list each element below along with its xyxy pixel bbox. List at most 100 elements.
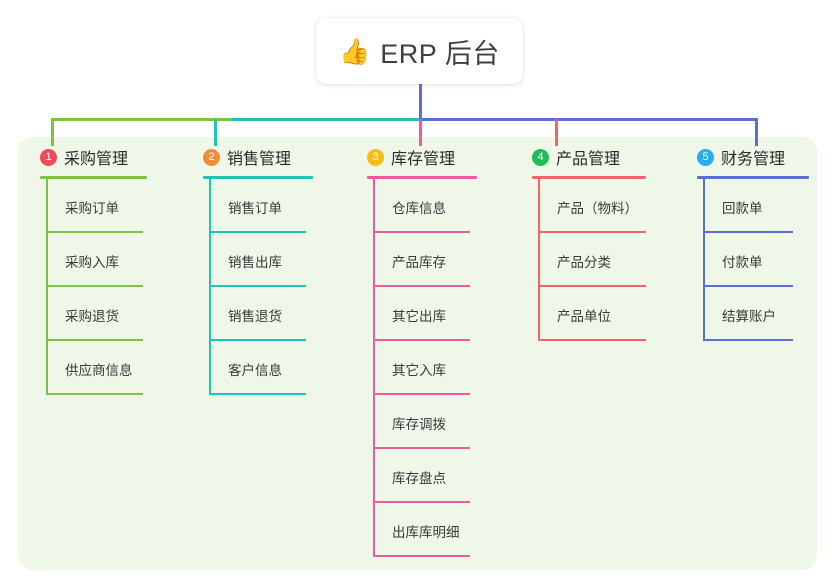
leaf-item[interactable]: 产品分类 [532, 233, 646, 287]
leaf-item[interactable]: 产品（物料） [532, 179, 646, 233]
thumbs-up-icon: 👍 [339, 36, 371, 66]
leaf-item[interactable]: 采购入库 [40, 233, 147, 287]
branch-header-2[interactable]: 2 销售管理 [203, 146, 313, 168]
leaf-item-label: 其它入库 [392, 363, 446, 378]
branch-rule-5 [697, 176, 809, 179]
leaf-item-label: 销售订单 [228, 201, 282, 216]
branch-rule-1 [40, 176, 147, 179]
leaf-item[interactable]: 回款单 [697, 179, 809, 233]
leaf-list-1: 采购订单采购入库采购退货供应商信息 [40, 179, 147, 395]
leaf-item-rule [373, 501, 470, 503]
leaf-item-rule [209, 339, 306, 341]
leaf-item-rule [373, 447, 470, 449]
leaf-item-rule [46, 285, 143, 287]
leaf-item-rule [538, 339, 646, 341]
leaf-list-4: 产品（物料） 产品分类产品单位 [532, 179, 646, 341]
leaf-item-rule [703, 339, 793, 341]
leaf-item[interactable]: 销售订单 [203, 179, 313, 233]
leaf-item-label: 销售出库 [228, 255, 282, 270]
leaf-item[interactable]: 供应商信息 [40, 341, 147, 395]
branch-title-3: 库存管理 [391, 151, 456, 168]
branch-header-1[interactable]: 1 采购管理 [40, 146, 147, 168]
leaf-item-label: 产品单位 [557, 309, 611, 324]
leaf-item-rule [373, 231, 470, 233]
branch-header-4[interactable]: 4 产品管理 [532, 146, 646, 168]
leaf-item[interactable]: 其它入库 [367, 341, 477, 395]
leaf-spine [373, 179, 375, 557]
leaf-item-rule [373, 285, 470, 287]
branch-title-2: 销售管理 [227, 151, 292, 168]
branch-badge-5: 5 [697, 148, 714, 166]
branch-rule-3 [367, 176, 477, 179]
leaf-item-rule [373, 393, 470, 395]
leaf-item[interactable]: 销售出库 [203, 233, 313, 287]
leaf-item-rule [538, 285, 646, 287]
branch-badge-4: 4 [532, 148, 549, 166]
leaf-item-rule [538, 231, 646, 233]
leaf-item-label: 采购入库 [65, 255, 119, 270]
leaf-item[interactable]: 产品库存 [367, 233, 477, 287]
leaf-item-rule [46, 339, 143, 341]
branch-column-1: 1 采购管理 采购订单采购入库采购退货供应商信息 [40, 146, 147, 395]
leaf-item-label: 回款单 [722, 201, 763, 216]
branch-rule-4 [532, 176, 646, 179]
branch-title-5: 财务管理 [721, 151, 786, 168]
diagram-background-panel [18, 137, 817, 570]
leaf-item[interactable]: 采购订单 [40, 179, 147, 233]
branch-column-4: 4 产品管理 产品（物料） 产品分类产品单位 [532, 146, 646, 341]
leaf-item[interactable]: 库存盘点 [367, 449, 477, 503]
branch-badge-1: 1 [40, 148, 57, 166]
branch-badge-3: 3 [367, 148, 384, 166]
leaf-list-3: 仓库信息产品库存其它出库其它入库库存调拨库存盘点出库库明细 [367, 179, 477, 557]
branch-title-4: 产品管理 [556, 151, 621, 168]
leaf-item-label: 仓库信息 [392, 201, 446, 216]
leaf-item[interactable]: 仓库信息 [367, 179, 477, 233]
leaf-item[interactable]: 客户信息 [203, 341, 313, 395]
leaf-item[interactable]: 库存调拨 [367, 395, 477, 449]
leaf-item-label: 客户信息 [228, 363, 282, 378]
root-node-title: ERP 后台 [380, 38, 500, 69]
leaf-item-rule [46, 393, 143, 395]
leaf-item-rule [209, 231, 306, 233]
leaf-item-label: 产品（物料） [557, 201, 638, 216]
leaf-item-rule [46, 231, 143, 233]
branch-badge-2: 2 [203, 148, 220, 166]
leaf-item-rule [209, 285, 306, 287]
leaf-list-2: 销售订单销售出库销售退货客户信息 [203, 179, 313, 395]
leaf-item-label: 供应商信息 [65, 363, 133, 378]
leaf-item-rule [373, 339, 470, 341]
branch-header-3[interactable]: 3 库存管理 [367, 146, 477, 168]
leaf-item-rule [703, 285, 793, 287]
leaf-spine [46, 179, 48, 395]
leaf-list-5: 回款单付款单结算账户 [697, 179, 809, 341]
branch-column-5: 5 财务管理 回款单付款单结算账户 [697, 146, 809, 341]
leaf-spine [538, 179, 540, 341]
leaf-item-label: 库存盘点 [392, 471, 446, 486]
leaf-item[interactable]: 付款单 [697, 233, 809, 287]
leaf-item-label: 出库库明细 [392, 525, 460, 540]
leaf-item[interactable]: 销售退货 [203, 287, 313, 341]
branch-title-1: 采购管理 [64, 151, 129, 168]
leaf-item[interactable]: 采购退货 [40, 287, 147, 341]
leaf-item-label: 采购订单 [65, 201, 119, 216]
branch-header-5[interactable]: 5 财务管理 [697, 146, 809, 168]
leaf-item-label: 销售退货 [228, 309, 282, 324]
leaf-item[interactable]: 产品单位 [532, 287, 646, 341]
leaf-item-label: 产品分类 [557, 255, 611, 270]
leaf-item-label: 结算账户 [722, 309, 776, 324]
leaf-spine [703, 179, 705, 341]
leaf-item-rule [373, 555, 470, 557]
leaf-item[interactable]: 结算账户 [697, 287, 809, 341]
branch-column-3: 3 库存管理 仓库信息产品库存其它出库其它入库库存调拨库存盘点出库库明细 [367, 146, 477, 557]
leaf-item-label: 其它出库 [392, 309, 446, 324]
leaf-item-rule [703, 231, 793, 233]
leaf-item-label: 付款单 [722, 255, 763, 270]
branch-rule-2 [203, 176, 313, 179]
leaf-item-label: 采购退货 [65, 309, 119, 324]
leaf-item-label: 产品库存 [392, 255, 446, 270]
root-node[interactable]: 👍 ERP 后台 [316, 18, 523, 84]
leaf-item[interactable]: 其它出库 [367, 287, 477, 341]
leaf-item-label: 库存调拨 [392, 417, 446, 432]
leaf-item[interactable]: 出库库明细 [367, 503, 477, 557]
